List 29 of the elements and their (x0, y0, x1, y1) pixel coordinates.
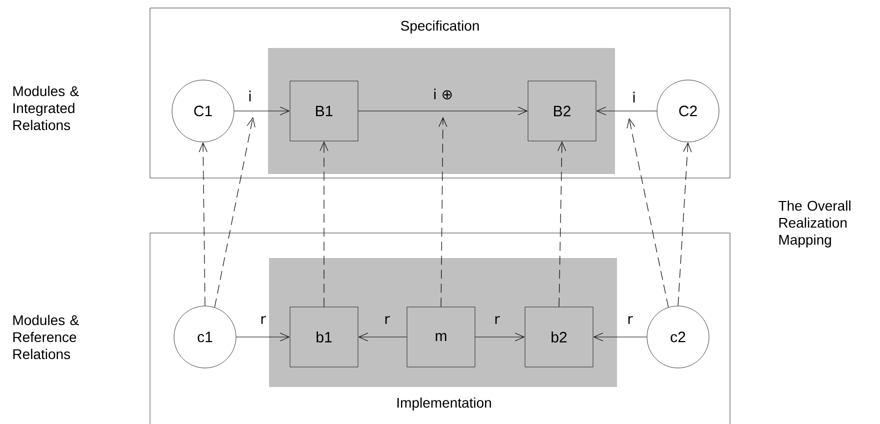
edge-label: i (633, 92, 635, 102)
side-label: Modules & Reference Relations (13, 314, 79, 360)
module-box: b1 (290, 306, 358, 368)
arrow (234, 106, 290, 116)
dashed-arrow (438, 117, 448, 308)
arrow (358, 106, 528, 116)
module-box: B1 (290, 80, 358, 142)
arrow (358, 332, 408, 342)
edge-label: i ⊕ (434, 88, 452, 100)
dashed-arrow (320, 141, 328, 308)
arrow (593, 332, 648, 342)
edge-label: i (249, 90, 251, 102)
dashed-arrow (626, 118, 669, 308)
edge-label: r (628, 316, 633, 324)
edge-label: r (495, 316, 500, 324)
side-label: The Overall Realization Mapping (778, 200, 850, 248)
dashed-arrow (198, 142, 208, 306)
module-box: b2 (524, 306, 594, 368)
arrow (474, 332, 525, 342)
dashed-arrow (558, 141, 566, 308)
module-box: m (406, 306, 476, 368)
arrow (596, 106, 658, 116)
dashed-arrow (678, 142, 692, 306)
side-label: Modules & Integrated Relations (13, 86, 79, 130)
edge-label: r (385, 316, 390, 324)
dashed-arrow (214, 117, 256, 308)
edge-label: r (261, 316, 266, 324)
module-box: B2 (528, 80, 596, 142)
arrow (236, 332, 290, 342)
